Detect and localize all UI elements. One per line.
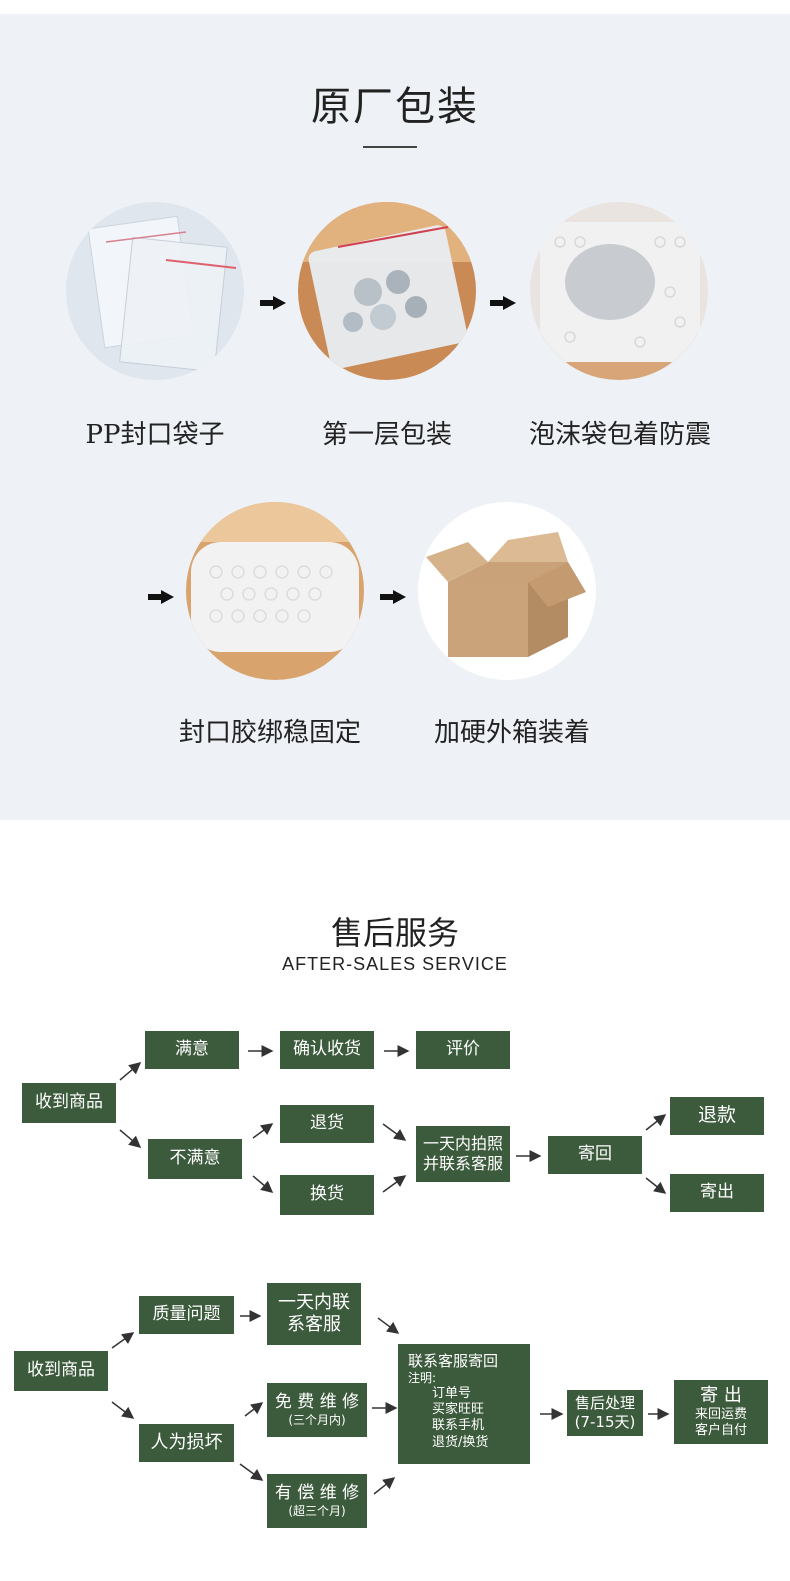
arrow-right-icon [148, 590, 174, 604]
arrow-right-icon [260, 296, 286, 310]
free-repair-label: 免 费 维 修 [274, 1391, 360, 1412]
contact-service-line2: 系客服 [287, 1314, 341, 1335]
confirm-receipt-box: 确认收货 [280, 1031, 374, 1069]
title-divider [363, 146, 417, 148]
paid-repair-box: 有 偿 维 修 (超三个月) [267, 1474, 367, 1528]
human-damage-box: 人为损坏 [139, 1424, 234, 1462]
step-label-carton: 加硬外箱装着 [433, 718, 590, 748]
after-sales-process-box: 售后处理 (7-15天) [567, 1390, 643, 1436]
review-box: 评价 [416, 1031, 510, 1069]
after-sales-title: 售后服务 [330, 914, 459, 952]
carton-box-photo [418, 502, 596, 680]
contact-return-box: 联系客服寄回 注明: 订单号 买家旺旺 联系手机 退货/换货 [398, 1344, 530, 1464]
freight-line1: 来回运费 [694, 1407, 747, 1422]
process-line1: 售后处理 [574, 1394, 635, 1413]
arrow-right-icon [490, 296, 516, 310]
note-buyer-id: 买家旺旺 [432, 1402, 485, 1417]
satisfied-box: 满意 [145, 1031, 239, 1069]
free-repair-box: 免 费 维 修 (三个月内) [267, 1383, 367, 1437]
packaging-section: 原厂包装 PP封口袋子 第一层包装 [0, 14, 790, 820]
received-goods-box-2: 收到商品 [14, 1351, 108, 1391]
contact-service-line1: 一天内联 [278, 1291, 350, 1313]
ship-out-final-title: 寄 出 [700, 1384, 742, 1406]
contact-return-note-label: 注明: [408, 1370, 437, 1385]
send-back-box: 寄回 [548, 1136, 642, 1174]
after-sales-subtitle: AFTER-SALES SERVICE [282, 954, 508, 974]
arrow-right-icon [380, 590, 406, 604]
step-label-pp-bag: PP封口袋子 [85, 420, 225, 450]
free-repair-note: (三个月内) [288, 1413, 346, 1428]
step-label-bubble-bag: 泡沫袋包着防震 [528, 420, 711, 450]
unsatisfied-box: 不满意 [148, 1139, 242, 1179]
first-layer-photo [298, 202, 476, 380]
step-label-tape: 封口胶绑稳固定 [178, 718, 361, 748]
return-box: 退货 [280, 1105, 374, 1143]
refund-box: 退款 [670, 1097, 764, 1135]
photo-contact-box: 一天内拍照 并联系客服 [416, 1126, 510, 1182]
pp-bag-photo [66, 202, 244, 380]
photo-contact-line2: 并联系客服 [422, 1154, 503, 1173]
note-return-exchange: 退货/换货 [432, 1434, 489, 1450]
ship-out-final-box: 寄 出 来回运费 客户自付 [674, 1380, 768, 1444]
process-line2: (7-15天) [574, 1413, 636, 1431]
note-phone: 联系手机 [432, 1418, 485, 1434]
paid-repair-note: (超三个月) [288, 1504, 346, 1519]
ship-out-box: 寄出 [670, 1174, 764, 1212]
quality-issue-box: 质量问题 [139, 1296, 234, 1334]
paid-repair-label: 有 偿 维 修 [274, 1482, 360, 1503]
received-goods-box: 收到商品 [22, 1083, 116, 1123]
freight-line2: 客户自付 [694, 1423, 747, 1439]
note-order-number: 订单号 [432, 1385, 472, 1401]
photo-contact-line1: 一天内拍照 [422, 1134, 503, 1153]
contact-service-box: 一天内联 系客服 [267, 1283, 361, 1345]
packaging-title: 原厂包装 [311, 84, 479, 130]
step-label-first-layer: 第一层包装 [321, 420, 452, 450]
exchange-box: 换货 [280, 1175, 374, 1215]
contact-return-title: 联系客服寄回 [408, 1352, 499, 1370]
